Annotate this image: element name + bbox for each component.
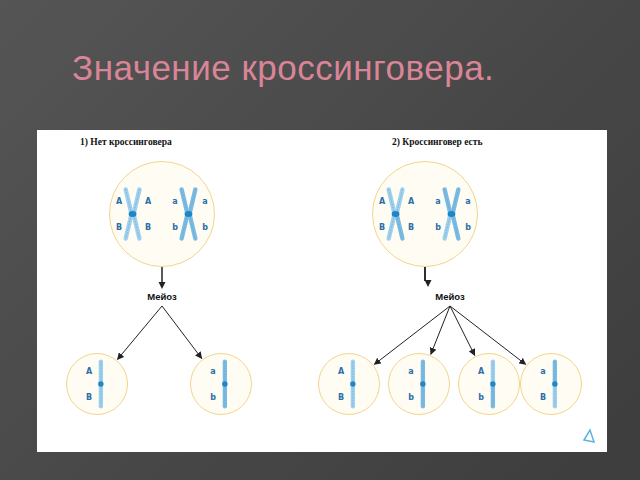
- gene-letter: a: [465, 198, 470, 206]
- panel-heading: 1) Нет кроссинговера: [80, 137, 172, 147]
- slide-title: Значение кроссинговера.: [72, 48, 494, 88]
- gamete-circle: AB: [66, 353, 128, 415]
- gene-letter: B: [145, 224, 151, 232]
- centromere: [392, 211, 400, 217]
- chromosome-art: [459, 354, 519, 414]
- centromere: [490, 381, 495, 386]
- gene-letter: b: [478, 394, 484, 402]
- gene-letter: a: [540, 368, 545, 376]
- chromatid: [182, 214, 188, 239]
- cell-circle: A Aa aB Bb b: [109, 161, 215, 267]
- chromatid: [189, 214, 195, 239]
- connector: [450, 306, 475, 355]
- gene-letter: A: [478, 368, 484, 376]
- centromere: [420, 381, 425, 386]
- connector-stem: [425, 267, 426, 281]
- connector: [162, 306, 202, 358]
- centromere: [185, 211, 193, 217]
- chromosome-art: [110, 162, 214, 266]
- gamete-circle: ab: [190, 353, 252, 415]
- chromatid: [452, 214, 458, 239]
- gene-letter: B: [338, 394, 344, 402]
- gene-letter: A: [116, 198, 122, 206]
- gamete-circle: Ab: [458, 353, 520, 415]
- gene-letter: a: [210, 368, 215, 376]
- gene-letter: B: [116, 224, 122, 232]
- gene-letter: A: [379, 198, 385, 206]
- nav-icon: [584, 430, 594, 442]
- centromere: [98, 381, 103, 386]
- connector-stem: [425, 267, 426, 281]
- gene-letter: a: [408, 368, 413, 376]
- chromosome-art: [373, 162, 477, 266]
- chromatid: [134, 214, 140, 239]
- gamete-circle: ab: [388, 353, 450, 415]
- connector: [431, 306, 450, 354]
- gene-letter: B: [540, 394, 546, 402]
- gamete-circle: AB: [318, 353, 380, 415]
- centromere: [222, 381, 227, 386]
- process-label: Мейоз: [147, 291, 176, 302]
- chromosome-art: [67, 354, 127, 414]
- chromosome-art: [389, 354, 449, 414]
- gene-letter: b: [408, 394, 414, 402]
- connector-stem: [162, 267, 163, 283]
- gene-letter: b: [210, 394, 216, 402]
- gene-letter: B: [408, 224, 414, 232]
- centromere: [129, 211, 137, 217]
- connector-stem: [162, 267, 163, 283]
- gene-letter: B: [86, 394, 92, 402]
- connector-stem: [425, 267, 426, 281]
- panel-heading: 2) Кроссинговер есть: [392, 137, 482, 147]
- connector-stem: [425, 267, 426, 281]
- gene-letter: b: [465, 224, 471, 232]
- chromatid: [126, 214, 132, 239]
- cell-circle: A Aa aB Bb b: [372, 161, 478, 267]
- centromere: [552, 381, 557, 386]
- chromatid: [397, 214, 403, 239]
- arrow-head: [159, 282, 166, 289]
- gamete-circle: aB: [520, 353, 582, 415]
- gene-letter: A: [86, 368, 92, 376]
- connector: [117, 306, 162, 359]
- centromere: [350, 381, 355, 386]
- chromosome-art: [521, 354, 581, 414]
- gene-letter: b: [435, 224, 441, 232]
- gene-letter: b: [172, 224, 178, 232]
- gene-letter: B: [379, 224, 385, 232]
- process-label: Мейоз: [435, 291, 464, 302]
- arrow-head: [425, 280, 432, 287]
- gene-letter: b: [202, 224, 208, 232]
- gene-letter: a: [172, 198, 177, 206]
- chromosome-art: [319, 354, 379, 414]
- gene-letter: A: [145, 198, 151, 206]
- chromosome-art: [191, 354, 251, 414]
- gene-letter: A: [338, 368, 344, 376]
- gene-letter: a: [435, 198, 440, 206]
- gene-letter: a: [202, 198, 207, 206]
- chromatid: [389, 214, 395, 239]
- centromere: [448, 211, 456, 217]
- gene-letter: A: [408, 198, 414, 206]
- chromatid: [445, 214, 451, 239]
